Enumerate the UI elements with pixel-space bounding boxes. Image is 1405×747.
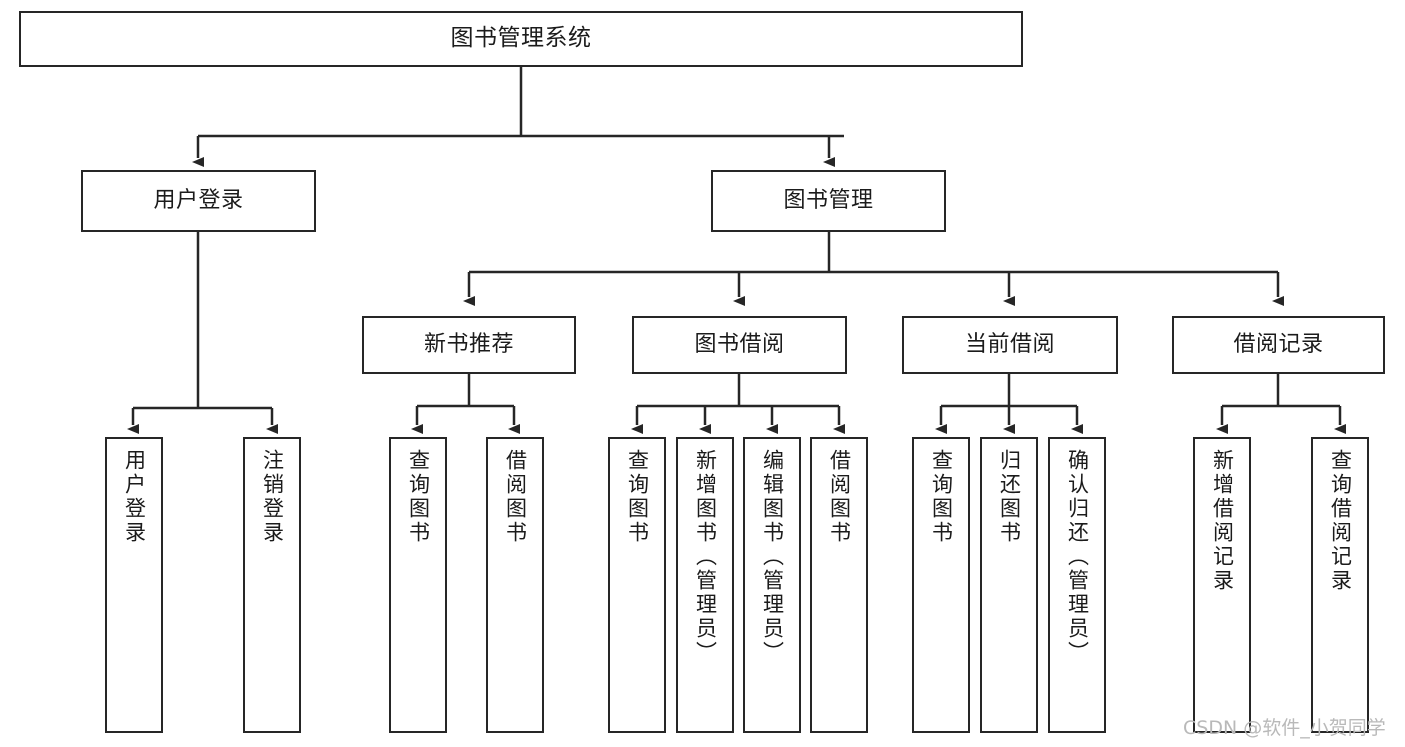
leaf-new-book-query-label: 查询图书: [406, 449, 431, 545]
leaf-current-borrow-query[interactable]: 查询图书: [912, 437, 970, 733]
csdn-watermark: CSDN @软件_小贺同学: [1183, 717, 1386, 739]
leaf-borrow-record-query[interactable]: 查询借阅记录: [1311, 437, 1369, 733]
leaf-borrow-book-query[interactable]: 查询图书: [608, 437, 666, 733]
node-current-borrow-label: 当前借阅: [964, 332, 1055, 358]
leaf-borrow-record-add[interactable]: 新增借阅记录: [1193, 437, 1251, 733]
leaf-user-login-signin-label: 用户登录: [122, 449, 147, 545]
leaf-new-book-borrow-label: 借阅图书: [503, 449, 528, 545]
leaf-borrow-record-add-label: 新增借阅记录: [1210, 449, 1235, 593]
node-root[interactable]: 图书管理系统: [19, 11, 1023, 67]
leaf-borrow-book-query-label: 查询图书: [625, 449, 650, 545]
leaf-borrow-book-edit-label: 编辑图书（管理员）: [760, 449, 785, 665]
leaf-current-borrow-query-label: 查询图书: [929, 449, 954, 545]
node-user-login-label: 用户登录: [153, 188, 244, 214]
node-user-login[interactable]: 用户登录: [81, 170, 316, 232]
node-borrow-record-label: 借阅记录: [1233, 332, 1324, 358]
leaf-borrow-book-add[interactable]: 新增图书（管理员）: [676, 437, 734, 733]
leaf-borrow-book-borrow[interactable]: 借阅图书: [810, 437, 868, 733]
leaf-current-borrow-return[interactable]: 归还图书: [980, 437, 1038, 733]
node-borrow-record[interactable]: 借阅记录: [1172, 316, 1385, 374]
leaf-borrow-record-query-label: 查询借阅记录: [1328, 449, 1353, 593]
node-book-management-label: 图书管理: [783, 188, 874, 214]
leaf-user-login-signin[interactable]: 用户登录: [105, 437, 163, 733]
node-new-book-recommend-label: 新书推荐: [423, 332, 514, 358]
node-book-borrow[interactable]: 图书借阅: [632, 316, 847, 374]
leaf-new-book-borrow[interactable]: 借阅图书: [486, 437, 544, 733]
node-root-label: 图书管理系统: [450, 25, 592, 52]
leaf-user-login-signout[interactable]: 注销登录: [243, 437, 301, 733]
leaf-current-borrow-confirm-return-label: 确认归还（管理员）: [1065, 449, 1090, 665]
leaf-borrow-book-borrow-label: 借阅图书: [827, 449, 852, 545]
node-new-book-recommend[interactable]: 新书推荐: [362, 316, 576, 374]
leaf-borrow-book-add-label: 新增图书（管理员）: [693, 449, 718, 665]
leaf-user-login-signout-label: 注销登录: [260, 449, 285, 545]
leaf-current-borrow-confirm-return[interactable]: 确认归还（管理员）: [1048, 437, 1106, 733]
leaf-borrow-book-edit[interactable]: 编辑图书（管理员）: [743, 437, 801, 733]
leaf-current-borrow-return-label: 归还图书: [997, 449, 1022, 545]
node-book-management[interactable]: 图书管理: [711, 170, 946, 232]
node-current-borrow[interactable]: 当前借阅: [902, 316, 1118, 374]
leaf-new-book-query[interactable]: 查询图书: [389, 437, 447, 733]
node-book-borrow-label: 图书借阅: [694, 332, 785, 358]
